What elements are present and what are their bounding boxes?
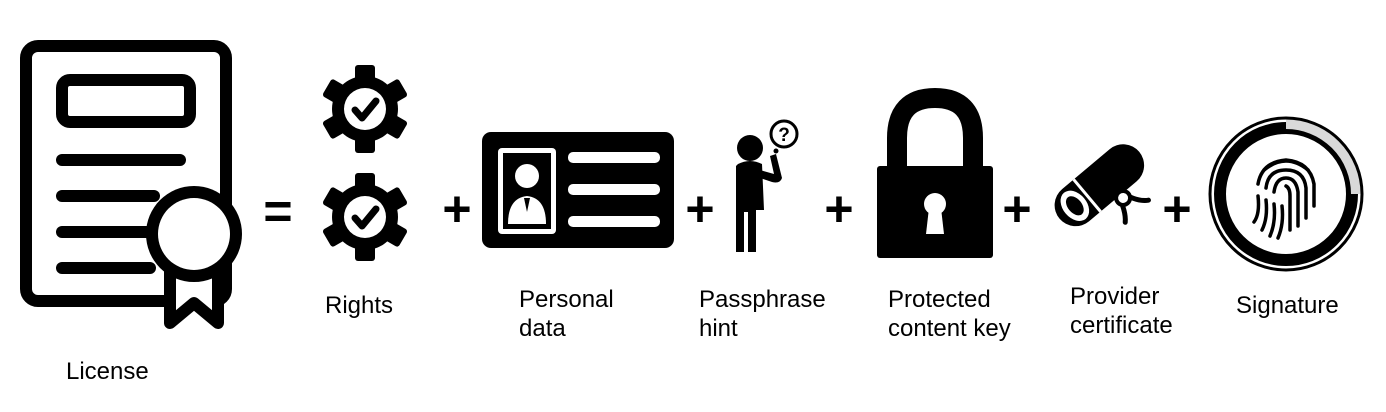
equals-sign: = <box>263 183 293 239</box>
plus-sign: + <box>1162 181 1192 237</box>
gear-check-icon <box>322 65 408 153</box>
plus-sign: + <box>442 181 472 237</box>
svg-text:?: ? <box>778 125 790 146</box>
plus-sign: + <box>685 181 715 237</box>
id-card-icon <box>482 132 674 248</box>
signature-label: Signature <box>1236 292 1339 319</box>
thinking-person-icon: ? <box>736 119 799 252</box>
personal-data-label: Personal data <box>519 286 614 342</box>
license-label: License <box>66 358 149 385</box>
padlock-icon <box>877 88 993 258</box>
scroll-certificate-icon <box>1054 144 1151 227</box>
rights-label: Rights <box>325 292 394 319</box>
provider-certificate-label: Provider certificate <box>1070 283 1173 339</box>
plus-sign: + <box>1002 181 1032 237</box>
protected-content-key-label: Protected content key <box>888 286 1011 342</box>
license-document-icon <box>20 40 242 329</box>
plus-sign: + <box>824 181 854 237</box>
passphrase-hint-label: Passphrase hint <box>699 286 826 342</box>
gear-check-icon <box>322 173 408 261</box>
fingerprint-icon <box>1208 116 1364 272</box>
